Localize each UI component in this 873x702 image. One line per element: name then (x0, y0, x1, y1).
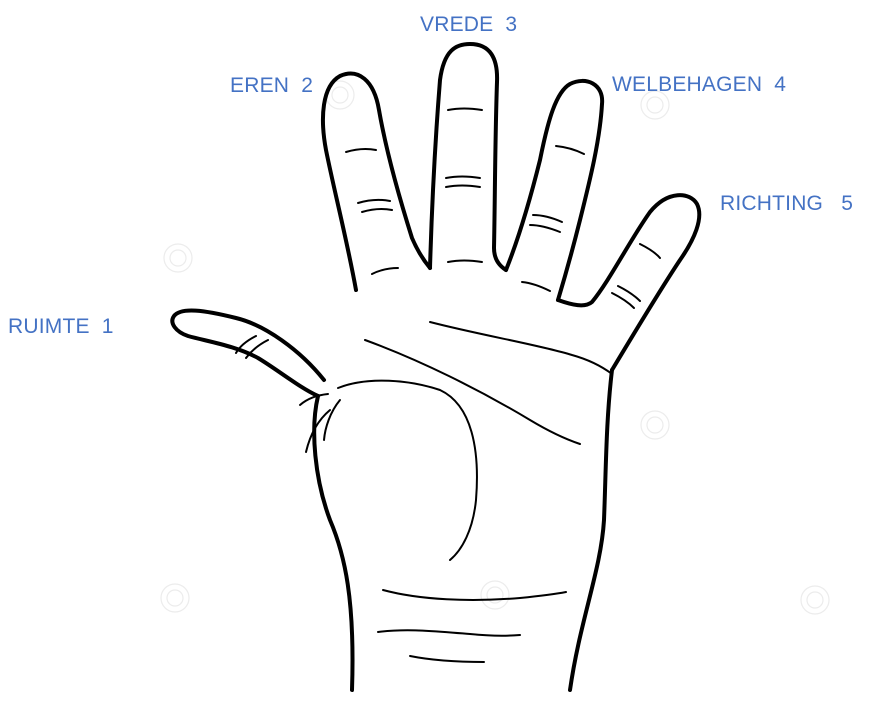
wrist-crease (378, 630, 520, 635)
ring-crease (530, 225, 560, 232)
life-line (338, 381, 477, 560)
palm-left-edge (314, 396, 352, 690)
index-crease (362, 209, 392, 212)
index-finger-outline (323, 74, 430, 290)
wrist-crease (383, 590, 566, 600)
middle-crease (446, 186, 480, 188)
wrist-crease (410, 656, 484, 662)
middle-crease (448, 109, 482, 111)
index-crease (346, 149, 376, 152)
middle-crease (446, 177, 480, 179)
index-crease (372, 268, 398, 274)
thumb-outline (172, 310, 324, 396)
palm-right-edge (570, 370, 612, 690)
ring-crease (533, 215, 562, 222)
index-crease (358, 200, 390, 203)
index-finger-label: EREN 2 (230, 75, 313, 96)
ring-finger-label: WELBEHAGEN 4 (612, 74, 786, 95)
pinky-finger-label: RICHTING 5 (720, 193, 853, 214)
pinky-crease (612, 293, 634, 308)
ring-crease (522, 282, 550, 291)
palm-fold (324, 400, 340, 440)
heart-line (430, 322, 612, 374)
pinky-crease (640, 244, 660, 258)
middle-crease (448, 261, 482, 263)
head-line (365, 340, 580, 444)
palm-fold (306, 410, 330, 452)
middle-finger-label: VREDE 3 (420, 14, 517, 35)
middle-finger-outline (430, 44, 506, 270)
thumb-label: RUIMTE 1 (8, 316, 114, 337)
ring-finger-outline (506, 81, 602, 300)
ring-crease (556, 146, 584, 154)
